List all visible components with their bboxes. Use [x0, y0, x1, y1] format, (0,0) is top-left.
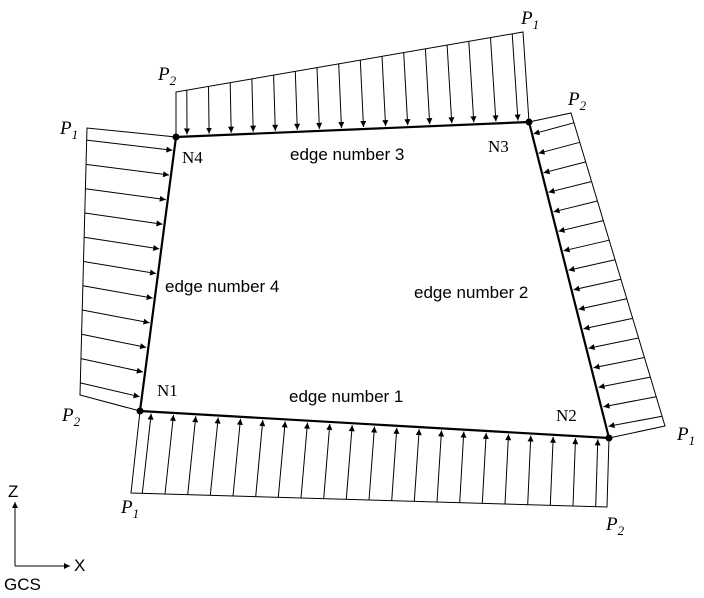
load-arrow-edge3 — [228, 82, 235, 133]
load-arrow-edge3 — [403, 52, 411, 126]
load-arrow-edge1 — [481, 432, 489, 504]
load-arrow-edge1 — [141, 413, 154, 494]
load-arrow-edge3 — [446, 45, 455, 124]
load-arrow-edge2 — [538, 141, 580, 155]
load-arrow-edge3 — [424, 48, 433, 125]
load-arrow-edge4 — [81, 333, 147, 350]
load-arrow-edge3 — [468, 41, 477, 123]
edge-line-3 — [175, 120, 530, 139]
load-arrow-edge3 — [381, 56, 389, 127]
edge-label-3: edge number 3 — [290, 145, 404, 164]
load-arrow-edge2 — [533, 122, 575, 136]
node-label-n1: N1 — [157, 381, 178, 400]
node-n3 — [525, 118, 533, 126]
load-arrow-edge3 — [316, 67, 323, 129]
load-arrow-edge1 — [459, 431, 467, 503]
load-arrow-edge2 — [563, 239, 610, 253]
load-arrow-edge1 — [209, 417, 221, 496]
load-arrow-edge4 — [80, 382, 140, 399]
load-arrow-edge4 — [86, 139, 173, 153]
load-arrow-edge1 — [527, 435, 534, 505]
load-arrow-edge1 — [436, 430, 445, 503]
edge-label-2: edge number 2 — [414, 283, 528, 302]
load-arrow-edge3 — [338, 63, 345, 129]
load-arrow-edge1 — [391, 427, 400, 501]
edge-line-1 — [139, 409, 610, 440]
node-label-n2: N2 — [556, 406, 577, 425]
load-arrow-edge2 — [548, 181, 592, 194]
load-arrows-edge4 — [80, 139, 173, 399]
load-arrow-edge1 — [549, 436, 556, 506]
load-arrow-edge1 — [413, 429, 422, 502]
load-arrow-edge4 — [85, 163, 170, 178]
load-arrow-edge2 — [603, 396, 657, 409]
load-arrows-edge3 — [183, 33, 521, 135]
load-arrow-edge1 — [504, 434, 512, 505]
load-arrow-edge1 — [323, 423, 333, 499]
load-arrow-edge3 — [294, 71, 301, 130]
load-arrows-edge1 — [141, 413, 601, 507]
load-arrow-edge1 — [187, 416, 199, 495]
load-arrow-edge1 — [232, 418, 243, 497]
load-arrow-edge4 — [84, 236, 160, 251]
node-label-n3: N3 — [488, 137, 509, 156]
load-label-p1-edge1: P1 — [120, 497, 139, 521]
edge-label-1: edge number 1 — [289, 387, 403, 406]
load-label-p2-edge1: P2 — [605, 514, 625, 538]
load-arrow-edge1 — [345, 425, 355, 500]
load-arrow-edge4 — [80, 358, 144, 374]
edge-line-2 — [527, 121, 611, 439]
load-label-p2-edge2: P2 — [567, 89, 587, 113]
load-arrow-edge1 — [594, 439, 601, 507]
load-label-p2-edge4: P2 — [61, 405, 81, 429]
node-n4 — [172, 133, 180, 141]
load-label-p2-edge3: P2 — [157, 64, 177, 88]
load-arrow-edge2 — [598, 376, 651, 390]
load-label-p1-edge2: P1 — [676, 424, 695, 448]
load-arrow-edge2 — [578, 298, 627, 311]
load-label-p1-edge4: P1 — [59, 118, 78, 142]
load-arrow-edge3 — [511, 33, 521, 121]
load-arrow-edge2 — [608, 415, 663, 429]
load-arrow-edge3 — [490, 37, 499, 122]
load-arrows-edge2 — [533, 122, 663, 429]
load-arrow-edge3 — [359, 60, 367, 128]
load-arrow-edge2 — [583, 317, 633, 331]
load-arrow-edge1 — [164, 414, 176, 495]
load-arrow-edge1 — [255, 420, 266, 497]
load-outline-edge3 — [175, 31, 530, 137]
edge-label-4: edge number 4 — [165, 277, 279, 296]
load-arrow-edge4 — [85, 188, 166, 202]
edge-line-4 — [138, 136, 178, 412]
load-arrow-edge4 — [84, 212, 163, 227]
load-arrow-edge2 — [568, 259, 616, 272]
load-arrow-edge1 — [277, 421, 288, 498]
load-arrow-edge4 — [82, 309, 150, 325]
load-arrow-edge2 — [573, 278, 622, 292]
gcs-z-label: Z — [8, 482, 18, 501]
load-arrow-edge1 — [300, 422, 310, 499]
load-arrow-edge4 — [82, 285, 153, 301]
load-arrow-edge2 — [558, 220, 604, 233]
gcs-x-label: X — [74, 556, 85, 575]
node-n2 — [605, 434, 613, 442]
node-label-n4: N4 — [182, 148, 203, 167]
load-outline-edge2 — [528, 112, 666, 439]
load-arrow-edge3 — [272, 75, 279, 131]
load-arrow-edge3 — [250, 78, 257, 132]
gcs-label: GCS — [4, 575, 41, 594]
load-arrow-edge2 — [588, 337, 639, 351]
load-arrow-edge2 — [553, 200, 598, 214]
node-n1 — [136, 407, 144, 415]
load-arrow-edge4 — [83, 261, 157, 276]
load-arrow-edge1 — [368, 426, 378, 501]
load-arrow-edge1 — [572, 438, 579, 507]
load-label-p1-edge3: P1 — [520, 8, 539, 32]
load-arrow-edge3 — [206, 86, 213, 134]
load-arrow-edge2 — [543, 161, 586, 175]
load-arrow-edge2 — [593, 357, 645, 370]
